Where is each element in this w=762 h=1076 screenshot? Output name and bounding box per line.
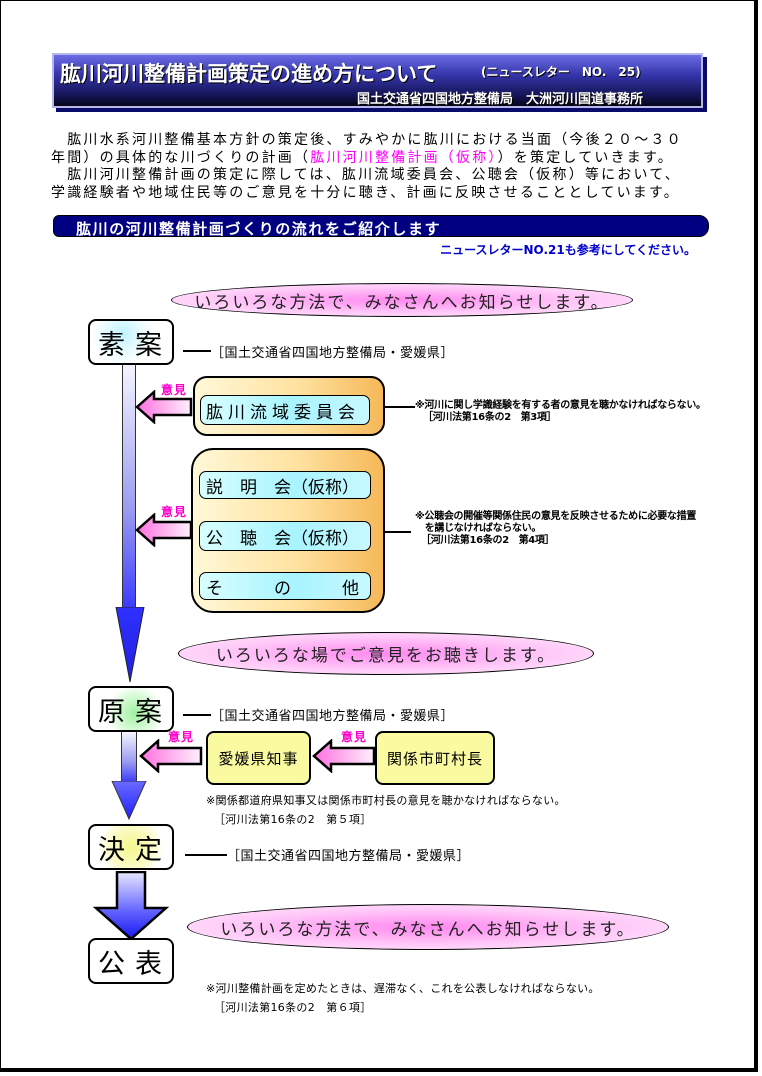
listen-ellipse: いろいろな場でご意見をお聴きします。 [178,632,594,675]
law-citation: ［河川法第16条の2 第4項］ [421,535,555,546]
stage-draft: 素案 [88,319,174,365]
law-text: ※河川整備計画を定めたときは、遅滞なく、これを公表しなければならない。 [206,982,600,995]
meeting-item: 説 明 会（仮称） [199,471,371,499]
mayors-box: 関係市町村長 [375,731,495,785]
law-text: ※河川に関し学識経験を有する者の意見を聴かなければならない。 [415,400,706,411]
agency-label: ［国土交通省四国地方整備局・愛媛県］ [211,346,455,361]
intro-line: 学識経験者や地域住民等のご意見を十分に聴き、計画に反映させることとしています。 [51,184,680,201]
intro-text: ）を策定していきます。 [497,149,674,166]
opinion-arrow-icon [312,739,376,773]
down-arrow-icon [111,781,147,821]
law-text: ※関係都道府県知事又は関係市町村長の意見を聴かなければならない。 [206,794,566,807]
governor-box: 愛媛県知事 [206,731,311,785]
intro-paragraph: 肱川水系河川整備基本方針の策定後、すみやかに肱川における当面（今後２０～３０ 年… [51,132,711,202]
connector-line [385,406,415,408]
down-arrow-icon [93,871,169,941]
stage-label: 素案 [98,329,172,361]
opinion-label: 意見 [161,505,188,519]
law-citation: ［河川法第16条の2 第６項］ [214,1001,372,1014]
law-text: を講じなければならない。 [415,523,542,534]
issuing-office: 国土交通省四国地方整備局 大洲河川国道事務所 [356,92,643,107]
reference-note: ニュースレターNO.21も参考にしてください。 [440,243,696,257]
intro-text: 年間）の具体的な川づくりの計画（ [51,149,311,166]
down-arrow-icon [115,607,145,683]
law-note-meetings: ※公聴会の開催等関係住民の意見を反映させるために必要な措置 を講じなければならな… [415,511,696,547]
announce-ellipse-bottom: いろいろな方法で、みなさんへお知らせします。 [187,904,669,950]
announce-ellipse-top: いろいろな方法で、みなさんへお知らせします。 [171,283,633,317]
flow-arrow-shaft [121,732,137,782]
law-note-governor: ※関係都道府県知事又は関係市町村長の意見を聴かなければならない。 ［河川法第16… [206,791,566,829]
opinion-arrow-icon [139,739,203,773]
connector-line [183,350,211,352]
meeting-item: 公 聴 会（仮称） [199,521,371,551]
opinion-label: 意見 [168,730,195,744]
flow-arrow-shaft [122,365,136,609]
opinion-arrow-icon [135,390,193,424]
stage-label: 原案 [98,696,172,728]
title-header: 肱川河川整備計画策定の進め方について (ニュースレター NO. 25) 国土交通… [52,53,703,108]
law-text: ※公聴会の開催等関係住民の意見を反映させるために必要な措置 [415,511,697,522]
stage-label: 決定 [98,834,172,866]
meeting-item: そ の 他 [199,572,371,600]
newsletter-number: (ニュースレター NO. 25) [481,65,641,79]
announce-text: いろいろな方法で、みなさんへお知らせします。 [220,919,636,940]
connector-line [385,531,411,533]
law-citation: ［河川法第16条の2 第５項］ [214,813,372,826]
announce-text: いろいろな方法で、みなさんへお知らせします。 [194,292,610,313]
opinion-arrow-icon [135,513,193,547]
intro-line: 年間）の具体的な川づくりの計画（肱川河川整備計画（仮称））を策定していきます。 [51,150,711,168]
section-banner: 肱川の河川整備計画づくりの流れをご紹介します [53,215,709,238]
section-heading: 肱川の河川整備計画づくりの流れをご紹介します [76,220,442,238]
stage-label: 公表 [98,948,172,980]
agency-label: ［国土交通省四国地方整備局・愛媛県］ [211,709,455,724]
connector-line [183,714,211,716]
opinion-label: 意見 [161,383,188,397]
agency-label: ［国土交通省四国地方整備局・愛媛県］ [227,849,471,864]
listen-text: いろいろな場でご意見をお聴きします。 [215,646,557,666]
stage-decision: 決定 [88,824,174,870]
law-note-committee: ※河川に関し学識経験を有する者の意見を聴かなければならない。 ［河川法第16条の… [415,400,706,424]
plan-name-highlight: 肱川河川整備計画（仮称） [310,149,498,166]
connector-line [185,854,227,856]
stage-proposal: 原案 [88,686,174,732]
committee-box: 肱川流域委員会 [200,395,370,425]
law-note-publication: ※河川整備計画を定めたときは、遅滞なく、これを公表しなければならない。 ［河川法… [206,979,600,1017]
law-citation: ［河川法第16条の2 第3項］ [423,412,557,423]
page-title: 肱川河川整備計画策定の進め方について [60,62,438,86]
opinion-label: 意見 [341,730,368,744]
intro-line: 肱川水系河川整備基本方針の策定後、すみやかに肱川における当面（今後２０～３０ [51,132,683,148]
intro-line: 肱川河川整備計画の策定に際しては、肱川流域委員会、公聴会（仮称）等において、 [51,167,681,183]
stage-publication: 公表 [88,938,174,984]
